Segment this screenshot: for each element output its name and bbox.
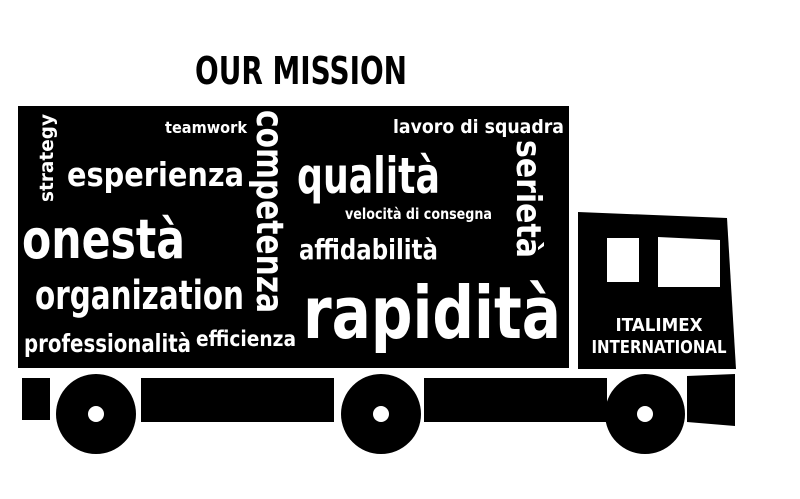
word-organization: organization bbox=[35, 273, 244, 319]
word-teamwork: teamwork bbox=[165, 118, 247, 137]
word-efficienza: efficienza bbox=[196, 327, 296, 351]
cab-label-italimex: ITALIMEX bbox=[616, 315, 703, 336]
word-professionalita: professionalità bbox=[24, 329, 191, 358]
cargo-box bbox=[18, 106, 569, 368]
word-competenza: competenza bbox=[248, 110, 291, 313]
chassis-segment-front bbox=[424, 378, 607, 422]
cab-small-window bbox=[607, 238, 639, 282]
chassis-front-bumper bbox=[687, 374, 735, 426]
word-velocita-di-consegna: velocità di consegna bbox=[345, 205, 492, 223]
word-strategy: strategy bbox=[36, 113, 58, 202]
word-serieta: serietà bbox=[508, 140, 548, 258]
word-affidabilita: affidabilità bbox=[299, 233, 438, 266]
middle-wheel bbox=[341, 374, 421, 454]
chassis-rear-bumper bbox=[22, 378, 50, 420]
word-onesta: onestà bbox=[22, 208, 185, 271]
cab-windshield bbox=[658, 237, 720, 287]
cab-label-international: INTERNATIONAL bbox=[592, 337, 727, 358]
chassis-segment-middle bbox=[141, 378, 334, 422]
front-wheel bbox=[605, 374, 685, 454]
word-rapidita: rapidità bbox=[303, 271, 561, 355]
word-esperienza: esperienza bbox=[67, 155, 244, 194]
rear-wheel bbox=[56, 374, 136, 454]
page-title: OUR MISSION bbox=[195, 49, 407, 93]
word-lavoro-di-squadra: lavoro di squadra bbox=[393, 116, 564, 138]
word-qualita: qualità bbox=[297, 147, 440, 205]
